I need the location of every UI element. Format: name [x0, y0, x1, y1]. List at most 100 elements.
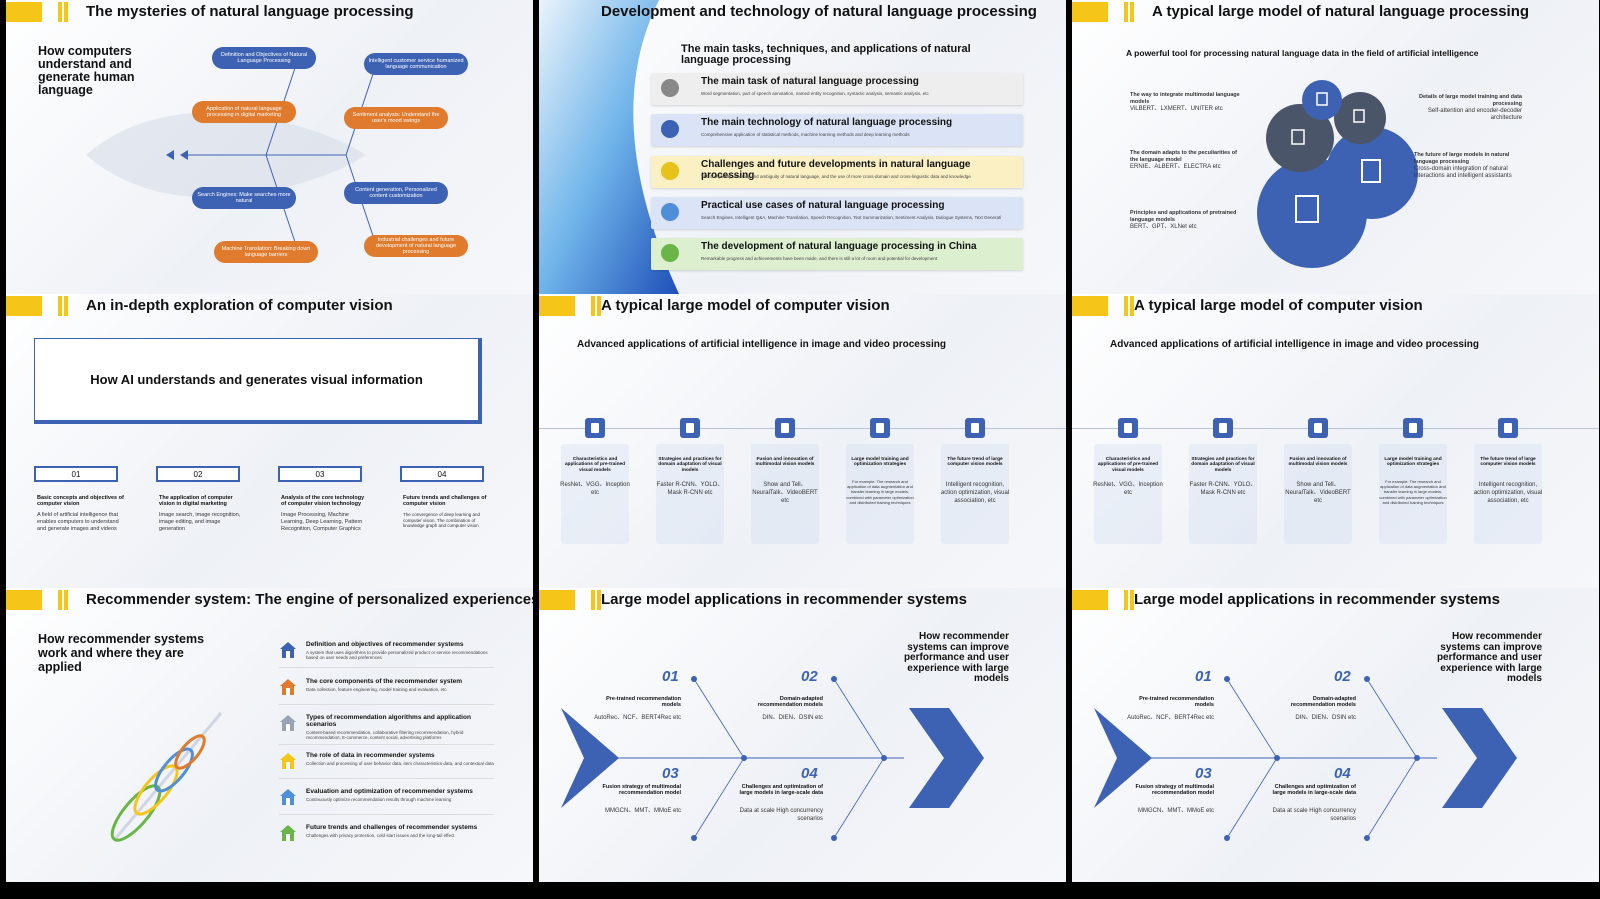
row-desc: Word segmentation, part of speech annota… — [701, 91, 929, 96]
highlight-text: How AI understands and generates visual … — [90, 372, 423, 387]
slide-recommender-large-models-copy[interactable]: Large model applications in recommender … — [1072, 588, 1599, 882]
slide-subtitle: How recommender systems work and where t… — [38, 632, 205, 674]
flask-icon — [1403, 418, 1423, 438]
value: Self-attention and encoder-decoder archi… — [1427, 107, 1522, 122]
hierarchy-icon — [1308, 418, 1328, 438]
part-desc: MMGCN、MMT、MMoE etc — [605, 808, 681, 814]
item-title: Evaluation and optimization of recommend… — [306, 788, 473, 795]
part-title: Fusion strategy of multimodal recommenda… — [1135, 784, 1214, 797]
title-accent — [6, 590, 42, 610]
document-icon — [1118, 418, 1138, 438]
row-title: The main technology of natural language … — [701, 117, 953, 128]
document-icon — [585, 418, 605, 438]
item-title: Future trends and challenges of recommen… — [306, 824, 478, 831]
title-accent — [591, 296, 595, 316]
slide-title: The mysteries of natural language proces… — [86, 3, 414, 20]
node-desc: Faster R-CNN、YOLO、Mask R-CNN etc — [1189, 482, 1257, 496]
part-number: 03 — [662, 765, 679, 782]
bubble-challenges: Industrial challenges and future develop… — [364, 235, 468, 257]
row-main-task[interactable]: The main task of natural language proces… — [651, 73, 1023, 105]
label: The way to integrate multimodal language… — [1130, 92, 1240, 105]
node-desc: Intelligent recognition, action optimiza… — [940, 482, 1010, 504]
node-desc: Show and Tell、NeuralTalk、VideoBERT etc — [752, 482, 818, 504]
title-accent — [64, 2, 68, 22]
title-accent — [64, 590, 68, 610]
row-title: The main task of natural language proces… — [701, 76, 919, 87]
slide-recommender-large-models[interactable]: Large model applications in recommender … — [539, 588, 1066, 882]
title-accent — [539, 296, 575, 316]
slide-nlp-development[interactable]: Development and technology of natural la… — [539, 0, 1066, 294]
node-title: Characteristics and applications of pre-… — [1097, 457, 1159, 473]
label: Principles and applications of pretraine… — [1130, 210, 1237, 223]
part-desc: AutoRec、NCF、BERT4Rec etc — [1127, 715, 1214, 721]
item-title: Definition and objectives of recommender… — [306, 641, 464, 648]
value: ViLBERT、LXMERT、UNITER etc — [1130, 105, 1223, 112]
timeline-card — [1379, 444, 1447, 544]
slide-cv-large-model[interactable]: A typical large model of computer vision… — [539, 294, 1066, 588]
home-icon — [280, 825, 296, 841]
title-accent — [58, 296, 62, 316]
node-title: Strategies and practices for domain adap… — [658, 457, 722, 473]
fishbone-arrows — [561, 676, 984, 841]
row-challenges[interactable]: Challenges and future developments in na… — [651, 156, 1023, 188]
row-desc: The complexity, diversity and ambiguity … — [701, 174, 971, 179]
part-desc: AutoRec、NCF、BERT4Rec etc — [594, 715, 681, 721]
slide-cv-large-model-copy[interactable]: A typical large model of computer vision… — [1072, 294, 1599, 588]
title-accent — [1130, 590, 1134, 610]
slide-title: An in-depth exploration of computer visi… — [86, 297, 393, 314]
item-desc: A system that uses algorithms to provide… — [306, 650, 488, 660]
hierarchy-icon — [775, 418, 795, 438]
part-title: Pre-trained recommendation models — [606, 696, 681, 709]
home-icon — [280, 679, 296, 695]
part-title: Challenges and optimization of large mod… — [1272, 784, 1356, 797]
side-note: How recommender systems can improve perf… — [1436, 631, 1542, 684]
slide-subtitle: A powerful tool for processing natural l… — [1126, 48, 1479, 58]
node-title: Fusion and innovation of multimodal visi… — [1288, 457, 1348, 468]
node-desc: ResNet、VGG、Inception etc — [560, 482, 630, 496]
slide-recommender-engine[interactable]: Recommender system: The engine of person… — [6, 588, 533, 882]
item-desc: Content-based recommendation, collaborat… — [306, 730, 464, 740]
node-desc: Show and Tell、NeuralTalk、VideoBERT etc — [1285, 482, 1351, 504]
title-accent — [597, 590, 601, 610]
divider — [279, 744, 494, 745]
part-title: Fusion strategy of multimodal recommenda… — [602, 784, 681, 797]
slide-nlp-mysteries[interactable]: The mysteries of natural language proces… — [6, 0, 533, 294]
node-title: The future trend of large computer visio… — [1480, 457, 1536, 468]
item-title: The core components of the recommender s… — [306, 678, 463, 685]
slide-heading: The main tasks, techniques, and applicat… — [681, 43, 971, 66]
target-icon — [661, 162, 679, 180]
part-desc: DIN、DIEN、DSIN etc — [762, 715, 823, 721]
part-number: 03 — [1195, 765, 1212, 782]
slide-cv-exploration[interactable]: An in-depth exploration of computer visi… — [6, 294, 533, 588]
item-desc: Collection and processing of user behavi… — [306, 761, 494, 766]
image-icon — [680, 418, 700, 438]
node-desc: ResNet、VGG、Inception etc — [1093, 482, 1163, 496]
title-accent — [1124, 590, 1128, 610]
highlight-box: How AI understands and generates visual … — [34, 338, 482, 424]
timeline-card — [1474, 444, 1542, 544]
slide-nlp-large-model[interactable]: A typical large model of natural languag… — [1072, 0, 1599, 294]
title-accent — [539, 590, 575, 610]
row-china[interactable]: The development of natural language proc… — [651, 238, 1023, 270]
row-use-cases[interactable]: Practical use cases of natural language … — [651, 197, 1023, 229]
divider — [279, 778, 494, 779]
home-icon — [280, 642, 296, 658]
slide-title: Recommender system: The engine of person… — [86, 591, 533, 608]
row-main-technology[interactable]: The main technology of natural language … — [651, 114, 1023, 146]
timeline-card — [561, 444, 629, 544]
model-left-1: The way to integrate multimodal language… — [1130, 92, 1240, 113]
blue-wave-image — [539, 0, 679, 294]
timeline-card — [751, 444, 819, 544]
title-accent — [1124, 296, 1128, 316]
title-accent — [6, 296, 42, 316]
step-number: 01 — [34, 466, 118, 482]
part-desc: Data at scale High concurrency scenarios — [739, 808, 823, 822]
title-accent — [6, 2, 42, 22]
step-desc: A field of artificial intelligence that … — [37, 512, 119, 532]
node-title: Strategies and practices for domain adap… — [1191, 457, 1255, 473]
step-number: 04 — [400, 466, 484, 482]
title-accent — [597, 296, 601, 316]
row-desc: Comprehensive application of statistical… — [701, 132, 910, 137]
fishbone-arrows — [1094, 676, 1517, 841]
title-accent — [1072, 2, 1108, 22]
